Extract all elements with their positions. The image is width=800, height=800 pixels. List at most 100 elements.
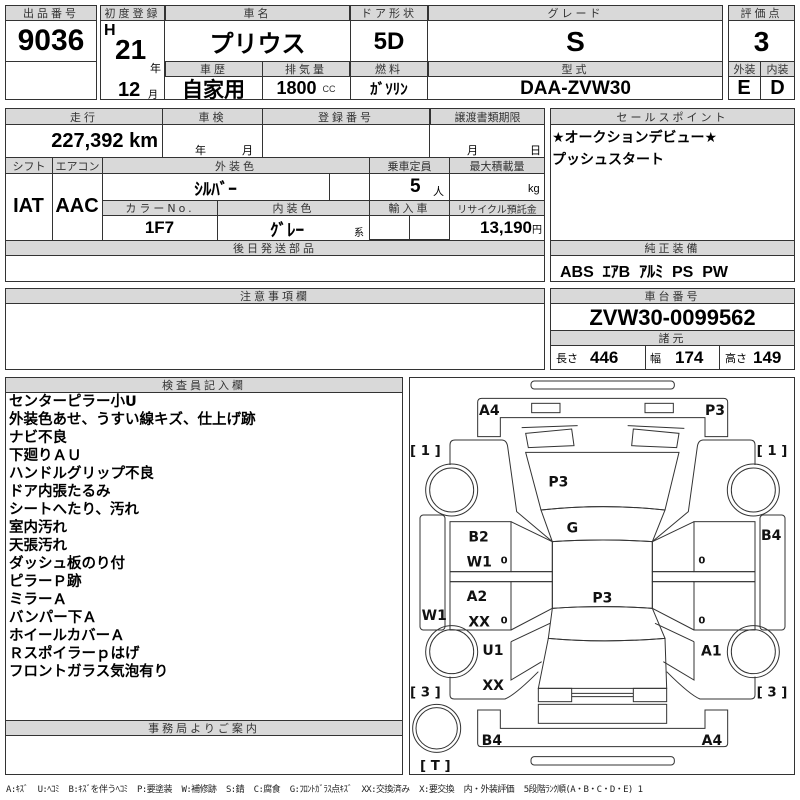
- displacement-value: 1800: [276, 78, 317, 98]
- inspector-note: シートへたり、汚れ: [9, 502, 139, 518]
- right-rear-door: [693, 581, 756, 631]
- mark-fl-door: B2: [468, 530, 488, 546]
- inspector-note: ドア内張たるみ: [9, 484, 111, 500]
- sales-point-list: ★オークションデビュー★ プッシュスタート: [552, 127, 717, 171]
- sales-point-line: ★オークションデビュー★: [552, 130, 718, 146]
- spare-tire-tread: [ T ]: [420, 759, 451, 774]
- length-value: 446: [590, 348, 619, 367]
- grille-line: [521, 425, 685, 429]
- int-score-label: 内装: [760, 61, 795, 77]
- inspector-note: バンパー下Ａ: [9, 610, 97, 626]
- mark-front-right: P3: [705, 403, 725, 419]
- mark-rear-left-fender: U1: [482, 643, 503, 659]
- mark-windshield: G: [567, 520, 579, 536]
- era: H: [104, 22, 116, 39]
- tire-rr-tread: [ 3 ]: [757, 686, 788, 701]
- first-reg-month: 12: [118, 79, 141, 101]
- inspector-note: ダッシュ板のり付: [9, 556, 125, 572]
- headlight-right: [631, 428, 680, 449]
- import-cell: [369, 215, 410, 240]
- inspector-note: 天張汚れ: [9, 538, 67, 554]
- inspector-note: ミラーＡ: [9, 592, 67, 608]
- inspector-note: ナビ不良: [9, 430, 67, 446]
- door-value: 5D: [373, 27, 405, 55]
- right-sill-bar: [651, 571, 756, 583]
- door-cell: [350, 20, 428, 100]
- shift-label: シフト: [5, 157, 53, 174]
- spec-divider: [645, 345, 720, 370]
- rear-bar: [530, 756, 675, 766]
- mark-hood: P3: [548, 475, 568, 491]
- fuel-label: 燃料: [350, 61, 428, 77]
- score-label: 評価点: [728, 5, 795, 21]
- reg-number-cell: [262, 124, 430, 158]
- right-step: [759, 514, 786, 631]
- lot-number: 9036: [5, 21, 97, 62]
- left-sill-bar: [449, 571, 553, 583]
- car-name-label: 車名: [165, 5, 350, 21]
- aircon-label: エアコン: [52, 157, 103, 174]
- inspector-note: Ｒスポイラーｐはげ: [9, 646, 140, 662]
- inspection-month-unit: 月: [242, 145, 253, 157]
- model-value: DAA-ZVW30: [520, 77, 631, 99]
- mileage-value: 227,392: [51, 129, 124, 152]
- inspector-note: 室内汚れ: [9, 520, 67, 536]
- mark-rl-door: A2: [467, 589, 488, 605]
- inspector-note: ホイールカバーＡ: [9, 628, 125, 644]
- office-label: 事務局よりご案内: [5, 720, 403, 736]
- tires: [412, 463, 780, 753]
- year-unit: 年: [150, 63, 161, 75]
- inspector-note: センターピラー小U: [9, 394, 137, 410]
- car-damage-diagram: A4 P3 P3 G P3 B2 W1 A2 XX W1 U1 XX B4 A1…: [410, 380, 788, 774]
- mileage: 227,392 km: [5, 125, 163, 157]
- tire-fl-tread: [ 1 ]: [410, 444, 441, 459]
- mark-rear-right: A4: [702, 733, 723, 749]
- left-front-fender: [449, 439, 553, 543]
- mark-rl-door: XX: [468, 615, 490, 631]
- inspector-note: 下廻りＡＵ: [9, 448, 82, 464]
- ext-score-label: 外装: [728, 61, 761, 77]
- sales-point-label: セールスポイント: [550, 108, 795, 125]
- trunk: [537, 637, 668, 689]
- fuel-value: ｶﾞｿﾘﾝ: [370, 81, 408, 98]
- recycle-unit: 円: [532, 224, 542, 236]
- tail-right: [632, 687, 668, 703]
- displacement-label: 排気量: [262, 61, 350, 77]
- car-name: プリウス: [209, 31, 306, 58]
- height-label: 高さ: [725, 353, 747, 365]
- damage-diagram-box: [409, 377, 795, 775]
- specs-label: 諸元: [550, 330, 795, 346]
- zero-mark: 0: [501, 615, 508, 626]
- first-reg-cell: [100, 20, 165, 100]
- mark-right-side: B4: [761, 528, 782, 544]
- later-parts-label: 後日発送部品: [5, 240, 545, 256]
- capacity-value: 5: [410, 176, 421, 197]
- color-no-label: カラーNo.: [102, 200, 218, 216]
- first-reg-year: 21: [115, 34, 147, 65]
- width-value: 174: [675, 348, 704, 367]
- inspector-note: フロントガラス気泡有り: [9, 664, 169, 680]
- shift-value: IAT: [5, 173, 53, 240]
- inspector-label: 検査員記入欄: [5, 377, 403, 393]
- max-load-label: 最大積載量: [449, 157, 545, 174]
- equipment-value: ABS ｴｱB ｱﾙﾐ PS PW: [560, 264, 729, 281]
- fog-right: [644, 402, 674, 414]
- aircon-value: AAC: [52, 173, 103, 240]
- front-bar: [530, 380, 675, 390]
- first-reg-label: 初度登録: [100, 5, 165, 21]
- left-step: [419, 514, 446, 631]
- zero-mark: 0: [501, 555, 508, 566]
- left-rear-door: [449, 581, 512, 631]
- inspector-note: ハンドルグリップ不良: [9, 466, 154, 482]
- mark-left-sill: W1: [422, 608, 447, 624]
- inspector-note: ピラーＰ跡: [9, 574, 82, 590]
- recycle-label: リサイクル預託金: [449, 200, 545, 216]
- color-no-value: 1F7: [102, 216, 218, 240]
- ext-color-label: 外装色: [102, 157, 370, 174]
- notes-label: 注意事項欄: [5, 288, 545, 304]
- chassis-label: 車台番号: [550, 288, 795, 304]
- mark-roof: P3: [592, 590, 612, 606]
- mark-rear-right-fender: A1: [701, 644, 722, 660]
